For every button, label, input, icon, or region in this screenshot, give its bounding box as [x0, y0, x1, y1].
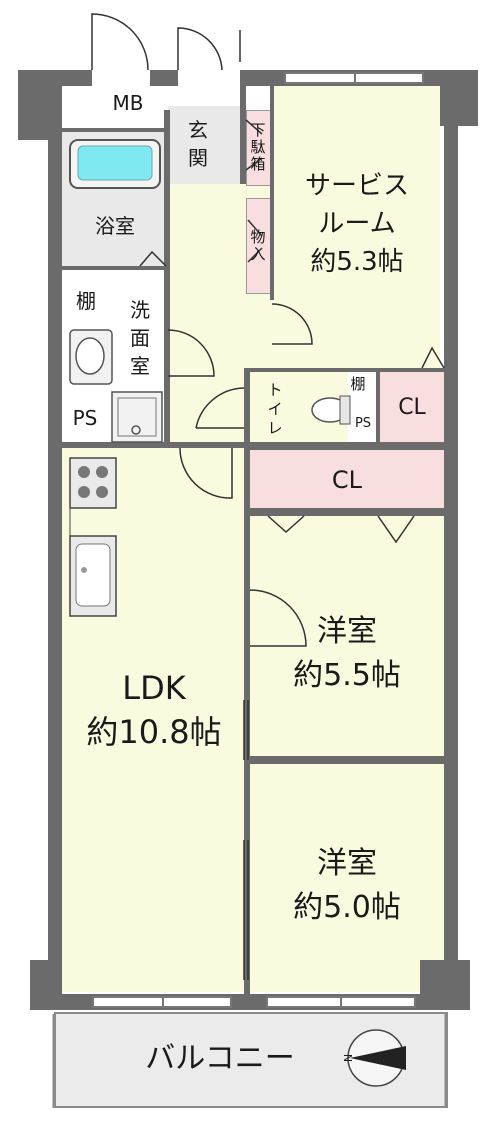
label-entrance: 玄 関 — [188, 118, 208, 170]
wall-toilet-top — [244, 368, 444, 372]
label-ldk: LDK 約10.8帖 — [86, 669, 222, 751]
wall-left — [48, 70, 62, 1002]
window-service — [284, 72, 424, 84]
western2-floor — [250, 764, 444, 992]
label-shelf-toilet: 棚 — [350, 374, 366, 393]
wall-entrance-right — [240, 86, 246, 184]
label-shelf-left: 棚 — [76, 289, 96, 313]
label-cl-small: CL — [398, 395, 426, 420]
mb-area — [92, 86, 164, 120]
wall-top-left — [62, 70, 92, 86]
window-western2 — [266, 996, 416, 1008]
label-storage-small: 物 入 — [250, 228, 266, 263]
wall-bath-top — [62, 128, 170, 132]
wall-bath-bottom — [62, 266, 168, 270]
wall-wash-bottom — [62, 442, 244, 448]
cl-long-area — [250, 450, 444, 508]
wall-bath-right — [164, 110, 170, 444]
wall-toilet-right — [376, 372, 380, 442]
window-ldk — [92, 996, 232, 1008]
label-ps-left: PS — [72, 406, 98, 430]
entrance-floor — [168, 106, 246, 184]
compass-n-label: N — [341, 1053, 355, 1063]
service-room-floor — [272, 86, 440, 368]
label-balcony: バルコニー — [145, 1041, 295, 1076]
wall-cl-top — [244, 442, 444, 450]
label-service-room: サービス ルーム 約5.3帖 — [304, 171, 409, 277]
label-washroom: 洗 面 室 — [130, 298, 150, 378]
label-mb: MB — [112, 91, 144, 115]
wall-mid-vertical — [244, 370, 250, 994]
label-cl-long: CL — [331, 466, 363, 494]
wall-cl-bottom — [250, 508, 444, 516]
wall-top-mid — [150, 70, 178, 86]
wall-service-left — [270, 86, 274, 300]
wall-left-lower — [30, 960, 62, 1010]
wall-western-divider — [250, 756, 444, 764]
wall-right — [444, 70, 458, 1010]
label-ps-toilet: PS — [354, 415, 372, 431]
label-western1: 洋室 約5.5帖 — [293, 614, 401, 693]
cl-small-area — [380, 372, 444, 442]
label-western2: 洋室 約5.0帖 — [293, 846, 401, 925]
label-bath: 浴室 — [95, 214, 135, 238]
label-toilet: ト イ レ — [267, 380, 283, 437]
label-shoe-box: 下 駄 箱 — [250, 120, 266, 173]
western1-floor — [250, 516, 444, 756]
wall-right-top — [440, 70, 478, 126]
